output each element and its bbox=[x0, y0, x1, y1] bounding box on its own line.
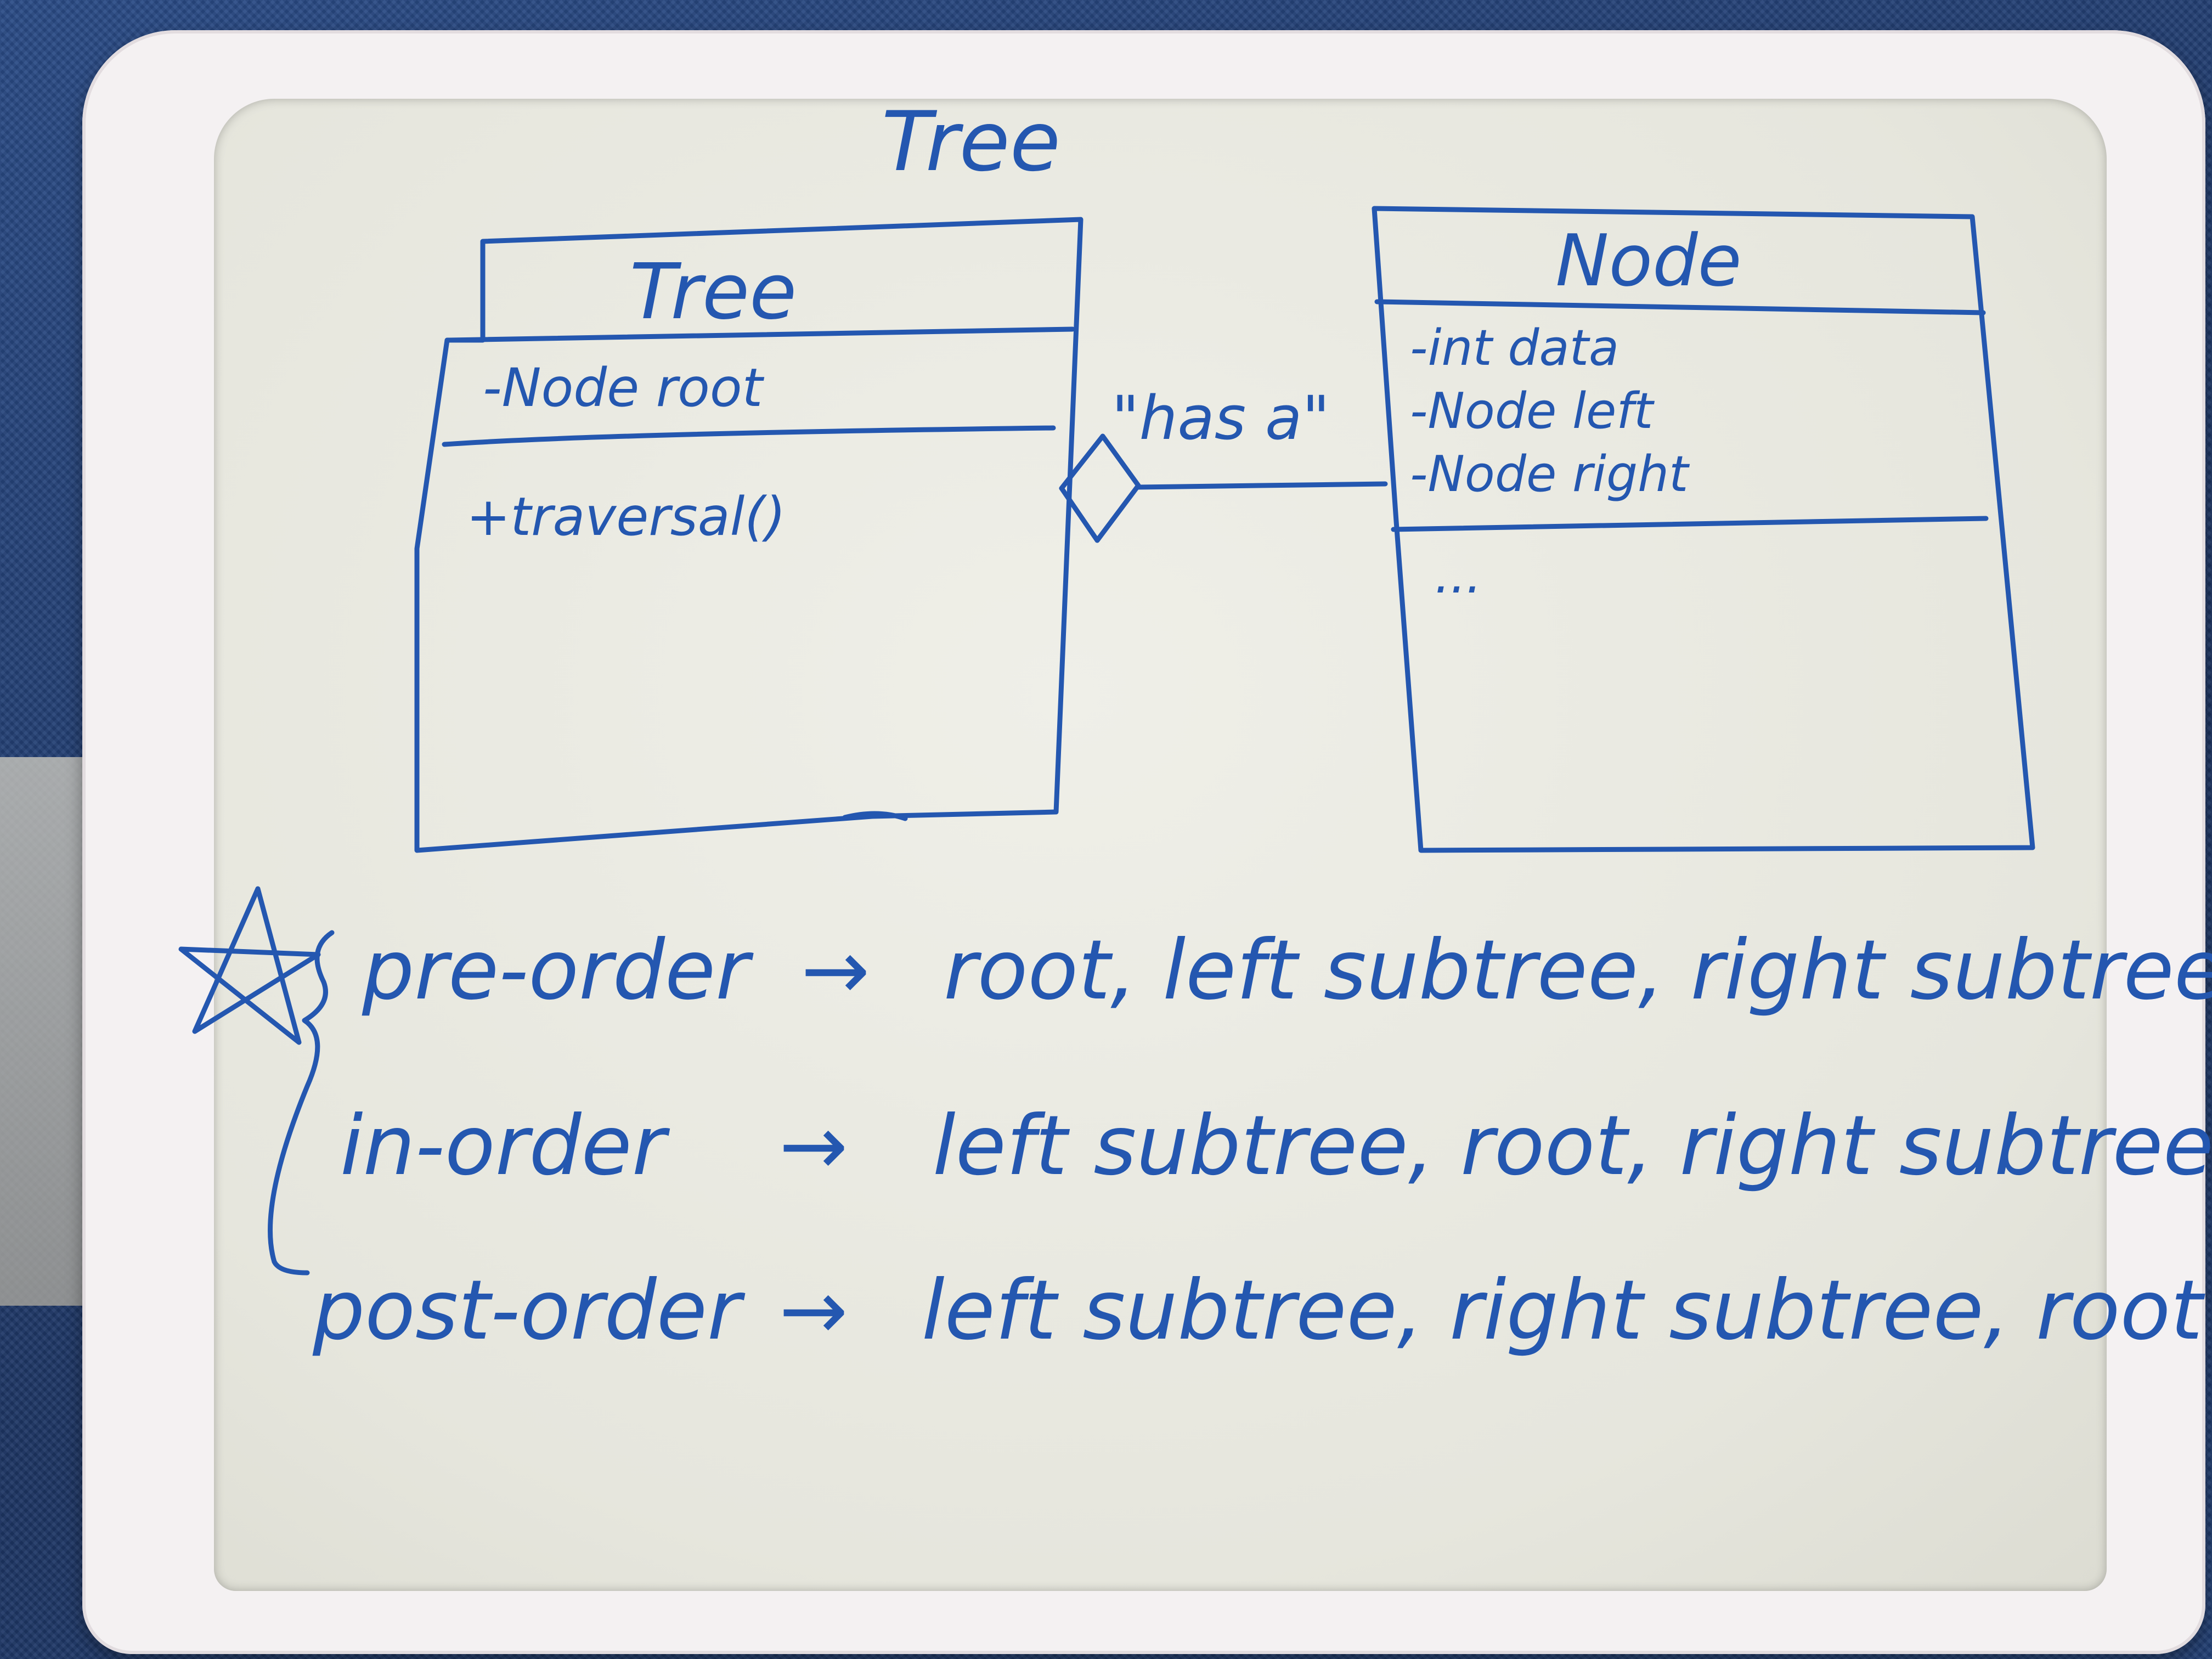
star-icon bbox=[178, 886, 321, 1045]
node-class-name-divider bbox=[1374, 299, 1986, 315]
whiteboard-surface bbox=[214, 99, 2107, 1591]
node-class-attr-divider bbox=[1391, 516, 1989, 532]
aggregation-connector bbox=[1059, 433, 1388, 543]
traversal-name: pre-order bbox=[362, 923, 754, 1018]
traversal-post-order: post-order → left subtree, right subtree… bbox=[312, 1263, 2205, 1358]
node-class-name: Node bbox=[1555, 219, 1741, 302]
node-attribute-1: -int data bbox=[1410, 319, 1619, 377]
cloth-edge bbox=[0, 757, 88, 1306]
tree-class-bottom-mark bbox=[842, 811, 908, 821]
tree-class-name-divider bbox=[447, 326, 1075, 343]
tree-class-name: Tree bbox=[630, 247, 797, 337]
tree-class-box bbox=[414, 217, 1084, 853]
node-class-methods: ... bbox=[1435, 547, 1482, 605]
traversal-pre-order: pre-order → root, left subtree, right su… bbox=[362, 923, 2212, 1018]
tree-class-attribute: -Node root bbox=[483, 357, 765, 419]
traversal-name: post-order bbox=[312, 1263, 746, 1358]
traversal-arrow: → bbox=[779, 1263, 848, 1358]
node-attribute-3: -Node right bbox=[1410, 445, 1690, 503]
tree-class-method: +traversal() bbox=[466, 486, 786, 548]
traversal-arrow: → bbox=[801, 923, 870, 1018]
aggregation-line bbox=[1136, 481, 1388, 490]
tree-class-attr-divider bbox=[442, 425, 1056, 447]
traversal-name: in-order bbox=[340, 1098, 670, 1194]
node-class-box bbox=[1372, 206, 2035, 853]
curly-brace bbox=[268, 930, 335, 1276]
node-attribute-2: -Node left bbox=[1410, 382, 1655, 440]
traversal-arrow: → bbox=[779, 1098, 848, 1194]
traversal-sequence: root, left subtree, right subtree bbox=[944, 923, 2212, 1018]
traversal-sequence: left subtree, right subtree, root bbox=[922, 1263, 2205, 1358]
diagram-heading: Tree bbox=[882, 94, 1060, 190]
traversal-in-order: in-order → left subtree, root, right sub… bbox=[340, 1098, 2212, 1194]
traversal-sequence: left subtree, root, right subtree bbox=[933, 1098, 2212, 1194]
node-class-outline bbox=[1372, 206, 2035, 853]
relation-label: "has a" bbox=[1111, 383, 1330, 453]
